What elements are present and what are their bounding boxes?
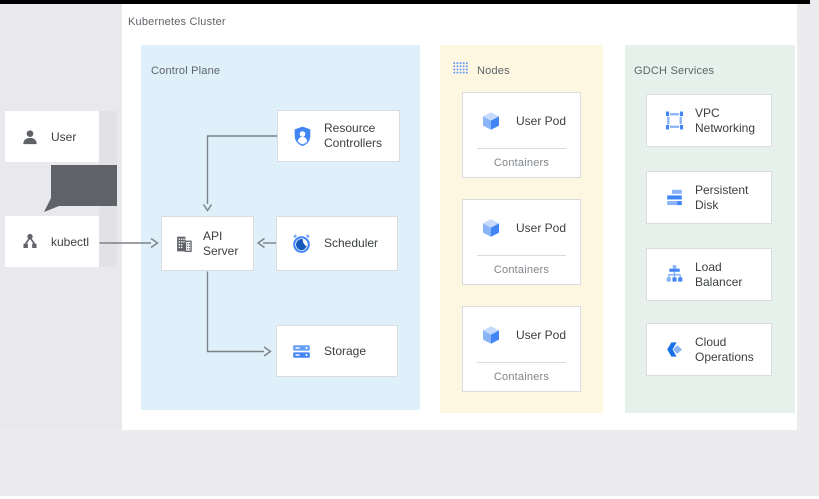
kubectl-node: kubectl [5, 216, 99, 267]
user-label: User [51, 129, 77, 144]
stacked-disks-icon [293, 344, 310, 358]
resource-controllers-node: Resource Controllers [277, 110, 400, 162]
user-pod-node: User Pod Containers [462, 92, 581, 178]
persistent-disk-node: Persistent Disk [646, 171, 772, 224]
load-balancer-label: Load Balancer [695, 259, 743, 289]
cloud-operations-label: Cloud Operations [695, 334, 754, 364]
scheduler-node: Scheduler [276, 216, 398, 271]
person-icon [23, 129, 37, 144]
cube-icon [483, 325, 499, 344]
cloud-ops-icon [667, 342, 683, 357]
cube-icon [483, 218, 499, 237]
top-border-strip [0, 0, 810, 4]
balancer-tree-icon [666, 265, 683, 282]
divider [477, 148, 566, 149]
nodes-header: Nodes [477, 65, 510, 77]
scheduler-label: Scheduler [324, 236, 379, 250]
user-pod-label: User Pod [516, 327, 567, 342]
load-balancer-node: Load Balancer [646, 248, 772, 301]
divider [477, 255, 566, 256]
containers-label: Containers [493, 157, 550, 169]
user-pod-node: User Pod Containers [462, 199, 581, 285]
actor-shadow-column [99, 111, 117, 267]
control-plane-header: Control Plane [151, 65, 221, 77]
shield-person-icon [294, 126, 311, 146]
containers-label: Containers [493, 264, 550, 276]
disk-stack-icon [667, 189, 682, 206]
user-pod-node: User Pod Containers [462, 306, 581, 392]
alarm-clock-icon [293, 234, 310, 253]
storage-label: Storage [324, 343, 367, 358]
bottom-border-strip [0, 496, 819, 499]
divider [477, 362, 566, 363]
vpc-frame-icon [665, 110, 684, 131]
containers-label: Containers [493, 371, 550, 383]
cloud-operations-node: Cloud Operations [646, 323, 772, 376]
gdch-services-header: GDCH Services [634, 65, 715, 77]
user-pod-label: User Pod [516, 113, 567, 128]
user-pod-label: User Pod [516, 220, 567, 235]
api-server-node: API Server [161, 216, 254, 271]
vpc-networking-label: VPC Networking [695, 105, 756, 135]
cluster-title: Kubernetes Cluster [128, 16, 226, 28]
building-grid-icon [177, 236, 192, 252]
vpc-networking-node: VPC Networking [646, 94, 772, 147]
cube-icon [483, 111, 499, 130]
kubectl-branch-icon [23, 233, 37, 248]
api-server-label: API Server [203, 228, 239, 258]
user-node: User [5, 111, 99, 162]
kubectl-label: kubectl [51, 234, 90, 249]
storage-node: Storage [276, 325, 398, 377]
persistent-disk-label: Persistent Disk [695, 182, 749, 212]
resource-controllers-label: Resource Controllers [324, 121, 383, 150]
